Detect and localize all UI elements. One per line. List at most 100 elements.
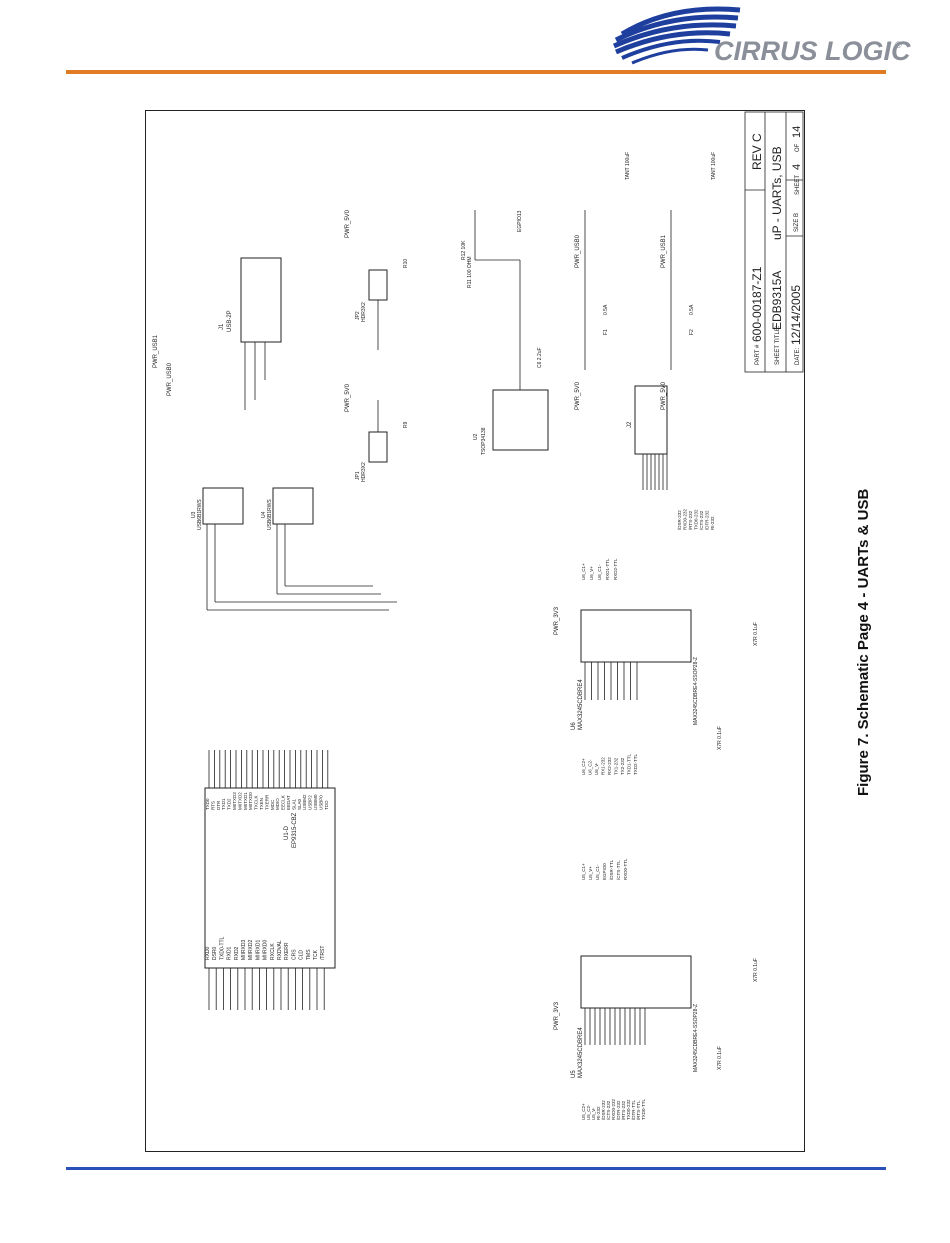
u1-pin-label: CLD — [299, 950, 305, 960]
u1-pin-label: USBM0 — [313, 794, 318, 810]
r12-label: R12 10K — [461, 240, 467, 260]
u1-pin-label: RXD1 — [227, 946, 233, 960]
u5-net-label: /DTR-232 — [616, 1100, 621, 1120]
figure-caption-text: Figure 7. Schematic Page 4 - UARTs & USB — [855, 489, 872, 796]
cap-tant-usb0: TANT 100uF — [625, 152, 631, 180]
u1-pin-label: DSR0 — [212, 946, 218, 960]
sheet-number: 4 — [791, 164, 803, 170]
u3-esd: U3 USB6B1RWS — [191, 487, 244, 530]
sheet-total: 14 — [791, 126, 803, 138]
u5-net-label: U5_V+ — [588, 866, 593, 880]
pwr-usb1-fuse-label: PWR_USB1 — [661, 234, 667, 268]
u5-ref: U5 — [571, 1070, 577, 1078]
u4-ref: U4 — [261, 511, 267, 518]
schematic-wires — [206, 210, 672, 1045]
u5-package: MAX3245CDBRE4-SSOP28-Z — [693, 1004, 699, 1072]
footer-rule — [66, 1167, 886, 1170]
u1-pin-label: /TRST — [320, 946, 326, 960]
u1-pin-label: MIIRXD2 — [248, 940, 254, 961]
u5-net-label: TXD0-232 — [626, 1099, 631, 1120]
u1-pin-label: EEDAT — [286, 795, 291, 810]
u6-net-label: TX1-232 — [614, 757, 619, 775]
u4-part: USB6B1RWS — [267, 499, 273, 530]
fuse-f1-value: 0.5A — [603, 304, 609, 315]
jp1-part: HDR3X2 — [361, 462, 367, 482]
u1-pin-label: TCK — [313, 949, 319, 960]
u5-net-label: /DSR-232 — [601, 1100, 606, 1120]
u1-pin-label: MIITXD1 — [243, 792, 248, 810]
usb-power-fuses: PWR_USB0 PWR_USB1 PWR_5V0 PWR_5V0 F1 F2 … — [575, 152, 717, 410]
figure-caption: Figure 7. Schematic Page 4 - UARTs & USB — [855, 489, 872, 796]
schematic-sheet: PART # 600-00187-Z1 REV C SHEET TITLE: E… — [145, 110, 805, 1152]
u6-net-label: RXD1-TTL — [605, 558, 610, 580]
u1-pin-label: RXDVAL — [277, 940, 283, 960]
u6-power-label: PWR_3V3 — [554, 606, 560, 635]
u1-pin-label: TXD1 — [221, 798, 226, 810]
u3-ref: U3 — [191, 511, 197, 518]
u6-package: MAX3245CDBRE4-SSOP28-Z — [693, 657, 699, 725]
title-block — [744, 111, 804, 373]
revision: REV C — [750, 133, 764, 170]
u1-pin-label: MDIO — [275, 798, 280, 810]
u5-net-label: /RTS-232 — [621, 1100, 626, 1120]
u6-net-label: U6_C1+ — [581, 563, 586, 580]
u1-pin-label: TMS — [306, 949, 312, 960]
u1-pin-label: RXD0 — [205, 946, 211, 960]
cap-tant-usb1: TANT 100uF — [711, 152, 717, 180]
fuse-f2: F2 — [689, 329, 695, 335]
j1-usb-connector: J1 USB-2P PWR_USB0 PWR_USB1 — [153, 257, 282, 396]
sheet-title-label: SHEET TITLE: — [775, 325, 781, 365]
u1-pin-label: SLA0 — [297, 798, 302, 810]
u2-ref: U2 — [473, 433, 479, 440]
pwr-5v0-fuse-label-2: PWR_5V0 — [661, 381, 667, 410]
c6-label: C6 2.2uF — [537, 347, 543, 368]
j2-net-label: /DTR-232 — [705, 510, 710, 530]
pwr-5v0-label: PWR_5V0 — [345, 383, 351, 412]
u1-pin-label: TXEN — [259, 798, 264, 810]
r10-label: R10 — [403, 259, 409, 268]
board-name: EDB9315A — [770, 271, 784, 330]
pwr-usb0-fuse-label: PWR_USB0 — [575, 234, 581, 268]
u6-net-label: RX2-232 — [607, 757, 612, 775]
u6-net-label: TX2-232 — [620, 757, 625, 775]
u5-net-label: TXD0-TTL — [641, 1099, 646, 1120]
u1-part: EP9315-CBZ — [292, 812, 298, 848]
u1-pin-label: TXERR — [264, 794, 269, 810]
u1-pin-label: TXD2 — [227, 798, 232, 810]
u1-pin-label: MIIRXD3 — [241, 940, 247, 961]
u1-pin-label: USBP0 — [318, 795, 323, 810]
u6-net-label: U6_C1- — [597, 564, 602, 580]
title-block-text: PART # 600-00187-Z1 REV C SHEET TITLE: E… — [750, 126, 803, 365]
cirrus-logic-logo: CIRRUS LOGIC ® — [612, 6, 911, 66]
u1-pin-label: MIITXD0 — [248, 792, 253, 810]
u6-net-label: RXD2-TTL — [613, 558, 618, 580]
cap-xtr-2: X7R 0.1uF — [717, 726, 723, 750]
logo-wordmark: CIRRUS LOGIC — [714, 36, 911, 66]
transceiver-caps: X7R 0.1uF X7R 0.1uF X7R 0.1uF X7R 0.1uF — [717, 622, 759, 1070]
u5-net-label: /DSR-TTL — [609, 859, 614, 880]
j2-net-label: RXD0-232 — [683, 508, 688, 530]
logo-registered-mark: ® — [895, 40, 902, 50]
jp2-part: HDR3X2 — [361, 302, 367, 322]
u6-net-label: TXD1-TTL — [627, 754, 632, 775]
jp2-ref: JP2 — [355, 311, 361, 320]
u6-net-label: U6_V- — [594, 762, 599, 775]
fuse-f1: F1 — [603, 329, 609, 335]
u6-part: MAX3245CDBRE4 — [578, 679, 584, 730]
u5-power-label: PWR_3V3 — [554, 1001, 560, 1030]
j1-ref: J1 — [219, 323, 225, 330]
u2-ir-receiver: U2 TSOP34138 R11 100 OHM R12 10K C6 2.2u… — [461, 210, 549, 455]
u3-part: USB6B1RWS — [197, 499, 203, 530]
j2-net-label: /DSR-232 — [677, 510, 682, 530]
u1-pin-label: EECLK — [281, 795, 286, 810]
u5-net-label: /CTS-232 — [606, 1100, 611, 1120]
u6-net-label: U6_C2+ — [581, 758, 586, 775]
pwr-5v0-label-2: PWR_5V0 — [345, 209, 351, 238]
u2-part: TSOP34138 — [481, 427, 487, 455]
